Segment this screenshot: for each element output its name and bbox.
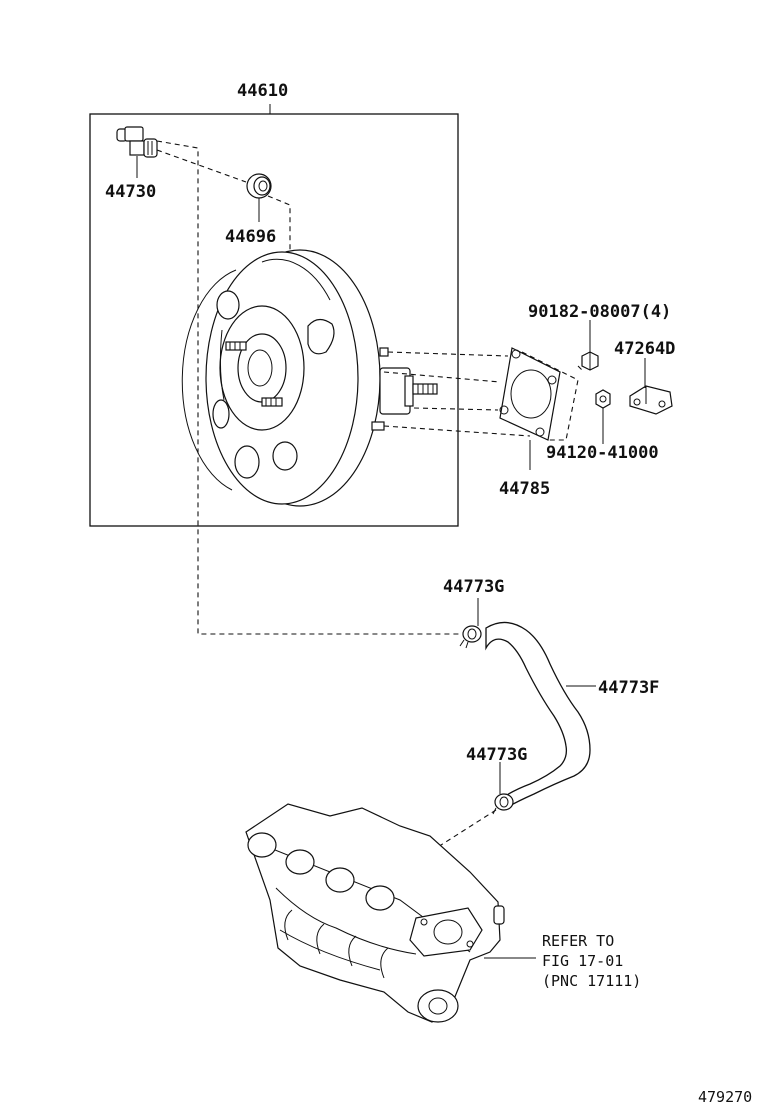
reference-line-3: (PNC 17111) <box>542 972 641 990</box>
label-90182-08007: 90182-08007(4) <box>528 302 671 322</box>
stud-nut-part[interactable] <box>581 351 599 371</box>
figure-id: 479270 <box>698 1088 752 1106</box>
label-44730: 44730 <box>105 182 156 202</box>
label-44696: 44696 <box>225 227 276 247</box>
nut-part[interactable] <box>595 389 611 409</box>
intake-manifold <box>245 803 505 1023</box>
reference-line-2: FIG 17-01 <box>542 952 623 970</box>
hose-clip-lower-part[interactable] <box>492 793 514 815</box>
reference-line-1: REFER TO <box>542 932 614 950</box>
label-44785: 44785 <box>499 479 550 499</box>
label-94120-41000: 94120-41000 <box>546 443 659 463</box>
gasket-part[interactable] <box>499 347 561 441</box>
label-47264D: 47264D <box>614 339 675 359</box>
check-valve-part[interactable] <box>116 126 158 158</box>
vacuum-hose-part[interactable] <box>485 621 591 809</box>
label-44610: 44610 <box>237 81 288 101</box>
grommet-part[interactable] <box>246 173 272 199</box>
label-44773F: 44773F <box>598 678 659 698</box>
label-44773G-upper: 44773G <box>443 577 504 597</box>
label-44773G-lower: 44773G <box>466 745 527 765</box>
hose-clip-upper-part[interactable] <box>459 625 482 649</box>
brake-booster-body <box>181 249 438 507</box>
bracket-part[interactable] <box>629 385 673 415</box>
booster-assembly-frame <box>89 113 459 527</box>
